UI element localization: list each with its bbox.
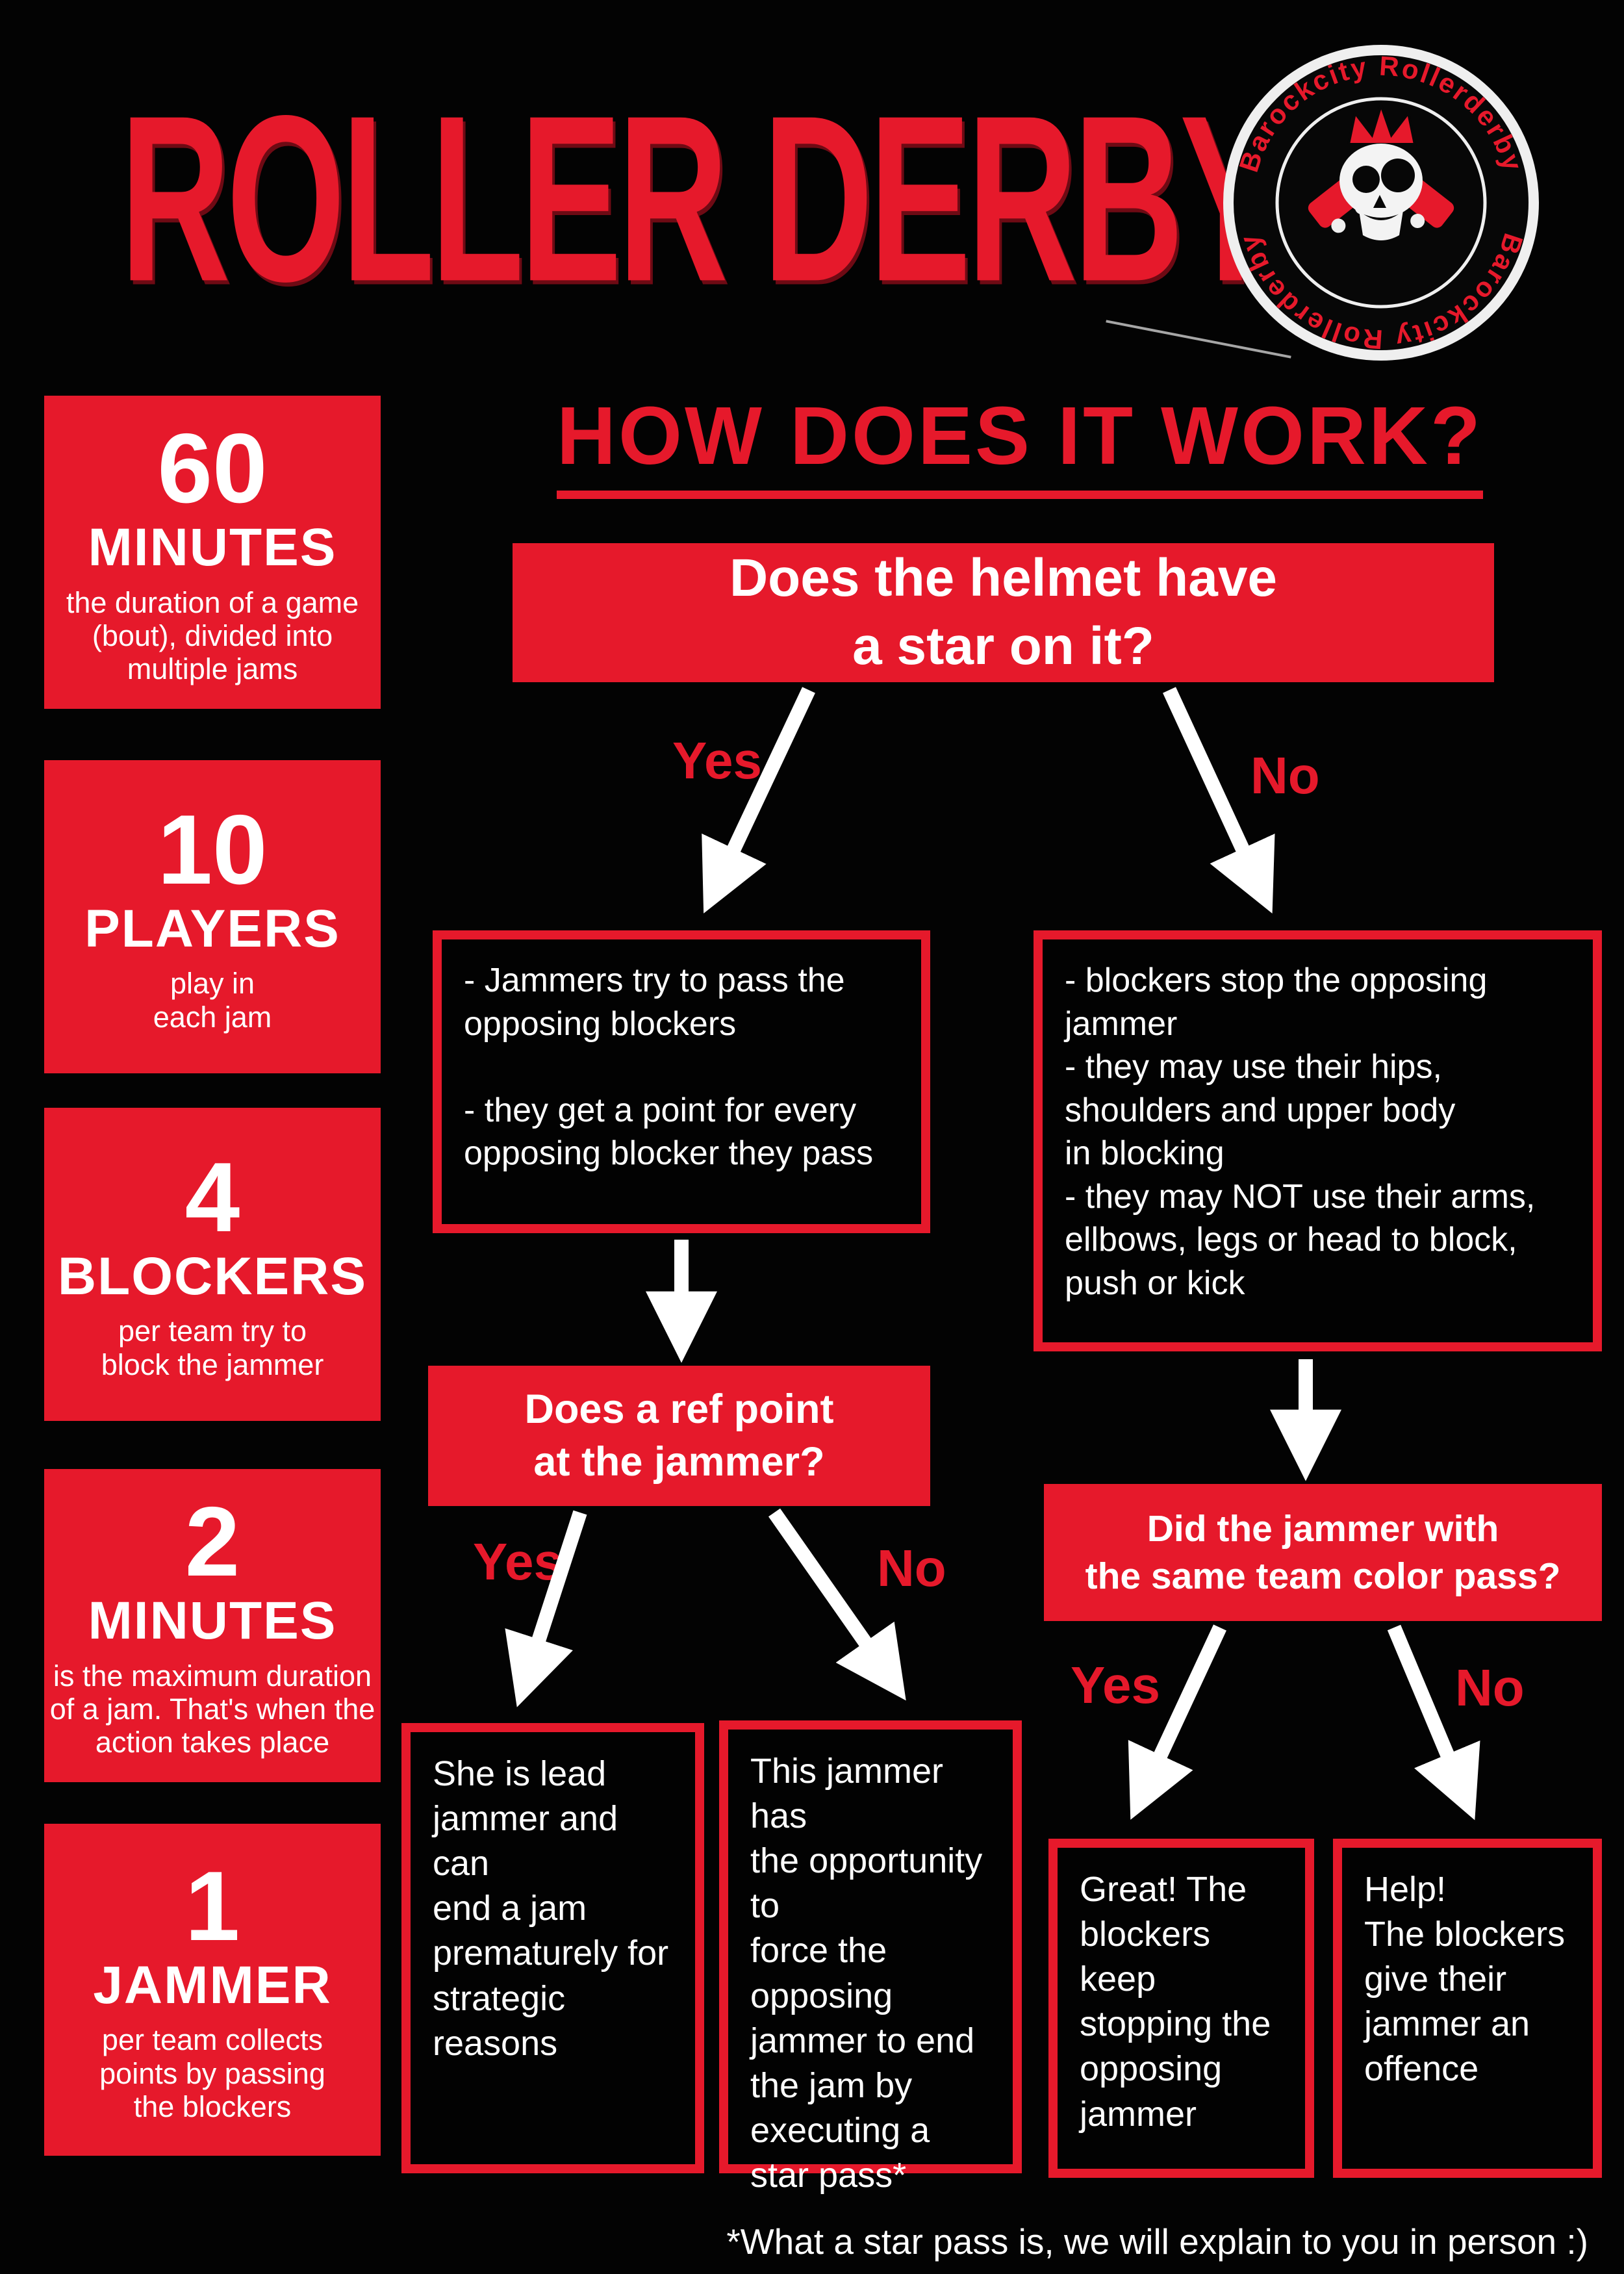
page-title: ROLLER DERBY — [120, 66, 1282, 331]
stat-box-60-minutes: 60 MINUTES the duration of a game (bout)… — [44, 396, 381, 709]
outcome-help-box: Help! The blockers give their jammer an … — [1333, 1839, 1602, 2178]
star-pass-box: This jammer has the opportunity to force… — [719, 1720, 1022, 2195]
logo-inner-ring — [1275, 97, 1487, 309]
stat-box-10-players: 10 PLAYERS play in each jam — [44, 760, 381, 1073]
stat-number: 60 — [157, 413, 268, 524]
stat-box-2-minutes: 2 MINUTES is the maximum duration of a j… — [44, 1469, 381, 1782]
question-ref-point: Does a ref point at the jammer? — [428, 1366, 930, 1506]
skull-with-crown-and-skates-icon — [1308, 101, 1454, 240]
stat-description: per team try to block the jammer — [101, 1314, 324, 1381]
skull-eye-right — [1381, 159, 1415, 192]
question-text: Does a ref point at the jammer? — [524, 1386, 834, 1485]
heading-text: HOW DOES IT WORK? — [557, 389, 1483, 499]
stat-label: PLAYERS — [84, 899, 340, 958]
skull-jaw — [1359, 211, 1403, 240]
yes-label: Yes — [473, 1533, 563, 1591]
star-pass-footnote: *What a star pass is, we will explain to… — [726, 2221, 1588, 2262]
stat-box-4-blockers: 4 BLOCKERS per team try to block the jam… — [44, 1108, 381, 1421]
skull-nose — [1373, 195, 1386, 208]
how-does-it-work-heading: HOW DOES IT WORK? — [416, 389, 1624, 499]
no-label: No — [877, 1539, 946, 1597]
question-text: Did the jammer with the same team color … — [1085, 1507, 1561, 1597]
question-helmet-star: Does the helmet have a star on it? — [513, 543, 1494, 682]
stat-number: 4 — [184, 1142, 240, 1253]
yes-label: Yes — [672, 732, 762, 789]
stat-label: BLOCKERS — [57, 1246, 368, 1306]
stat-description: per team collects points by passing the … — [99, 2023, 325, 2123]
stat-number: 2 — [184, 1487, 240, 1598]
stat-label: JAMMER — [93, 1955, 332, 2015]
stat-box-1-jammer: 1 JAMMER per team collects points by pas… — [44, 1824, 381, 2156]
stat-number: 10 — [157, 794, 268, 905]
club-logo-graphic: Barockcity Rollerderby Barockcity Roller… — [1223, 45, 1539, 361]
stat-description: the duration of a game (bout), divided i… — [66, 585, 359, 686]
arrow-q3-no — [1387, 1624, 1480, 1820]
question-team-color-pass: Did the jammer with the same team color … — [1044, 1484, 1602, 1621]
stat-description: play in each jam — [153, 967, 272, 1034]
yes-label: Yes — [1071, 1656, 1160, 1714]
crown-icon — [1347, 101, 1417, 146]
no-label: No — [1250, 747, 1320, 804]
jammer-rules-box: - Jammers try to pass the opposing block… — [433, 930, 930, 1233]
stat-label: MINUTES — [88, 1591, 337, 1651]
lead-jammer-box: She is lead jammer and can end a jam pre… — [401, 1723, 704, 2173]
arrow-q1-no — [1163, 687, 1275, 913]
stat-number: 1 — [184, 1850, 240, 1961]
club-logo: Barockcity Rollerderby Barockcity Roller… — [1221, 43, 1541, 363]
arrow-q2-no — [768, 1508, 906, 1701]
stat-description: is the maximum duration of a jam. That's… — [49, 1659, 375, 1759]
skull-eye-left — [1352, 166, 1380, 193]
no-label: No — [1455, 1659, 1525, 1717]
stat-label: MINUTES — [88, 518, 337, 578]
outcome-great-box: Great! The blockers keep stopping the op… — [1048, 1839, 1314, 2178]
blocker-rules-box: - blockers stop the opposing jammer - th… — [1034, 930, 1602, 1351]
question-text: Does the helmet have a star on it? — [729, 548, 1278, 676]
